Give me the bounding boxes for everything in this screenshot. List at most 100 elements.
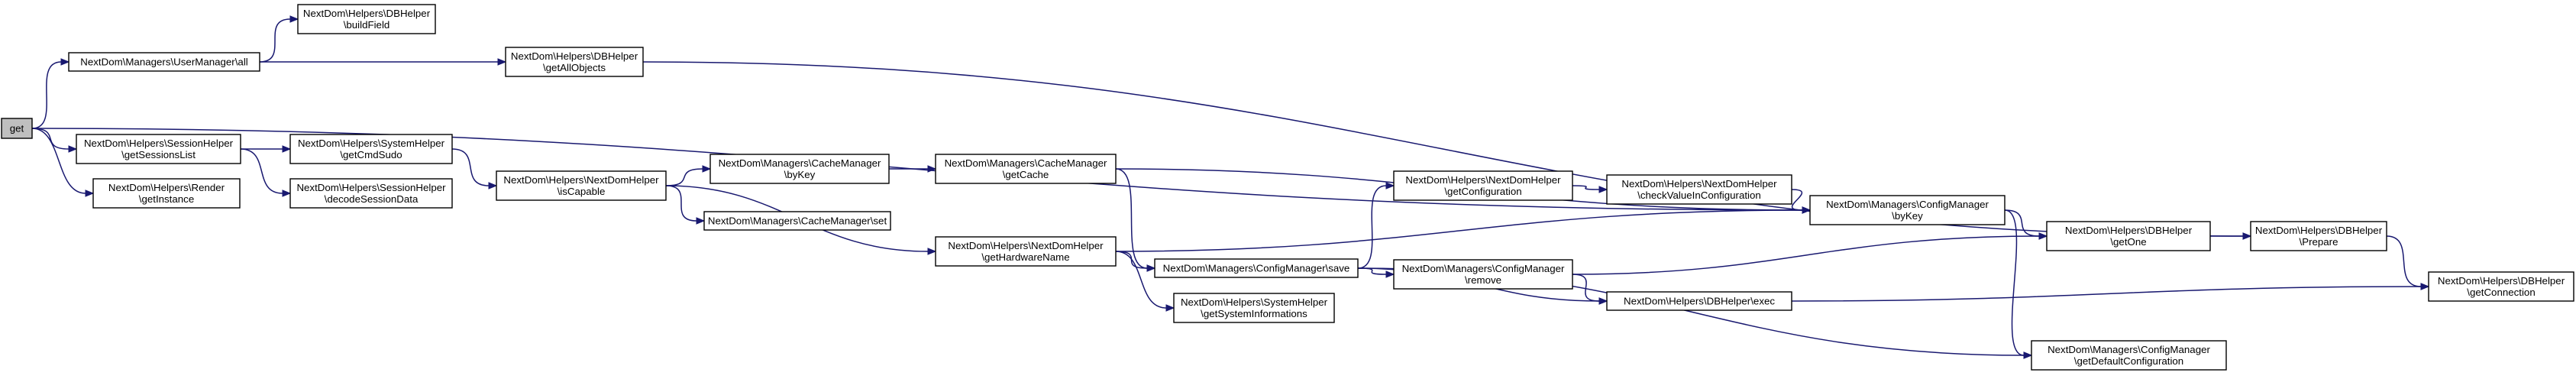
node-label: NextDom\Managers\UserManager\all [80,57,248,68]
node-box [289,134,453,164]
node-box [92,178,241,209]
node-label: NextDom\Helpers\NextDomHelper [1621,178,1777,190]
node-box [709,154,890,184]
node-label: NextDom\Helpers\DBHelper [303,8,431,19]
node-label: \getSessionsList [121,149,196,160]
node-getconfig[interactable]: NextDom\Helpers\NextDomHelper\getConfigu… [1393,170,1573,201]
edge-line [259,18,291,63]
edge-get-to-sessionslist [31,128,78,153]
edge-line [2004,209,2025,356]
node-label: NextDom\Helpers\DBHelper [2065,225,2193,236]
node-box [505,47,644,77]
edge-line [665,185,697,222]
node-box [2031,340,2227,371]
arrowhead-icon [60,58,70,66]
edge-line [1572,274,1600,302]
node-label: NextDom\Helpers\NextDomHelper [1405,174,1561,186]
node-defaultcfg[interactable]: NextDom\Managers\ConfigManager\getDefaul… [2031,340,2227,371]
edge-line [1791,189,1803,211]
node-label: \isCapable [558,186,606,197]
node-label: \getHardwareName [981,251,1069,263]
node-label: \getCmdSudo [340,149,402,160]
node-label: NextDom\Managers\ConfigManager [2048,344,2210,355]
arrowhead-icon [85,190,95,197]
node-label: NextDom\Helpers\DBHelper [511,50,638,62]
node-box [2428,271,2574,302]
node-label: NextDom\Helpers\SystemHelper [1181,296,1328,308]
edge-cfgbykey-to-defaultcfg [2004,209,2033,359]
node-cfgremove[interactable]: NextDom\Managers\ConfigManager\remove [1393,259,1573,290]
node-label: \getAllObjects [543,62,606,73]
node-label: \getDefaultConfiguration [2074,355,2183,367]
node-label: NextDom\Helpers\DBHelper [2438,275,2565,287]
node-label: NextDom\Helpers\Render [108,182,225,193]
node-label: \getSystemInformations [1201,308,1307,319]
edge-prepare-to-getconnection [2386,235,2430,290]
arrowhead-icon [1165,304,1175,312]
node-box [496,170,667,201]
arrowhead-icon [702,165,712,173]
node-cachebykey[interactable]: NextDom\Managers\CacheManager\byKey [709,154,890,184]
arrowhead-icon [1385,182,1395,190]
edge-get-to-render [31,128,95,197]
node-getconnection[interactable]: NextDom\Helpers\DBHelper\getConnection [2428,271,2574,302]
arrowhead-icon [488,182,498,190]
edge-line [1115,168,1148,269]
node-box [1393,170,1573,201]
node-getone[interactable]: NextDom\Helpers\DBHelper\getOne [2046,221,2211,251]
node-exec[interactable]: NextDom\Helpers\DBHelper\exec [1606,291,1792,311]
edge-exec-to-getconnection [1791,283,2430,302]
node-render[interactable]: NextDom\Helpers\Render\getInstance [92,178,241,209]
edge-cmdsudo-to-iscapable [451,148,498,190]
arrowhead-icon [68,145,78,153]
node-cacheset[interactable]: NextDom\Managers\CacheManager\set [703,211,891,231]
node-buildfield[interactable]: NextDom\Helpers\DBHelper\buildField [297,4,436,34]
node-label: \getConnection [2467,287,2535,298]
node-checkvalue[interactable]: NextDom\Helpers\NextDomHelper\checkValue… [1606,174,1792,205]
node-getallobjects[interactable]: NextDom\Helpers\DBHelper\getAllObjects [505,47,644,77]
node-prepare[interactable]: NextDom\Helpers\DBHelper\Prepare [2250,221,2387,251]
edge-line [31,128,69,150]
edge-getone-to-prepare [2210,232,2252,240]
node-label: NextDom\Helpers\NextDomHelper [948,240,1104,251]
node-hwname[interactable]: NextDom\Helpers\NextDomHelper\getHardwar… [935,236,1117,267]
node-get[interactable]: get [1,118,33,139]
node-label: NextDom\Helpers\DBHelper\exec [1624,296,1775,307]
node-getcache[interactable]: NextDom\Managers\CacheManager\getCache [935,154,1117,184]
edge-line [240,148,283,194]
edge-getconfig-to-checkvalue [1572,185,1608,193]
node-cfgbykey[interactable]: NextDom\Managers\ConfigManager\byKey [1809,195,2006,225]
edge-line [1572,185,1600,190]
node-label: NextDom\Managers\CacheManager\set [708,215,887,227]
edge-cfgremove-to-exec [1572,274,1608,305]
node-label: NextDom\Helpers\NextDomHelper [503,174,659,186]
node-label: NextDom\Managers\CacheManager [719,157,881,169]
node-sysinfo[interactable]: NextDom\Helpers\SystemHelper\getSystemIn… [1173,293,1335,323]
node-box [68,52,260,72]
arrowhead-icon [2023,351,2033,359]
edge-hwname-to-sysinfo [1115,251,1175,312]
node-decode[interactable]: NextDom\Helpers\SessionHelper\decodeSess… [289,178,453,209]
arrowhead-icon [927,248,937,255]
node-label: \Prepare [2300,236,2338,248]
node-label: NextDom\Managers\ConfigManager [1826,199,1989,210]
node-label: NextDom\Helpers\SessionHelper [84,138,234,149]
node-box [703,211,891,231]
arrowhead-icon [1146,264,1156,272]
arrowhead-icon [289,15,299,23]
node-iscapable[interactable]: NextDom\Helpers\NextDomHelper\isCapable [496,170,667,201]
node-sessionslist[interactable]: NextDom\Helpers\SessionHelper\getSession… [76,134,241,164]
edge-line [31,128,86,194]
edge-line [665,168,703,186]
node-userall[interactable]: NextDom\Managers\UserManager\all [68,52,260,72]
edge-line [1357,185,1387,269]
node-label: \getConfiguration [1444,186,1521,197]
node-cfgsave[interactable]: NextDom\Managers\ConfigManager\save [1154,258,1359,278]
node-cmdsudo[interactable]: NextDom\Helpers\SystemHelper\getCmdSudo [289,134,453,164]
edge-line [31,61,62,129]
edge-iscapable-to-cacheset [665,185,706,225]
arrowhead-icon [282,190,292,197]
node-box [1606,291,1792,311]
node-label: \byKey [784,169,816,180]
node-box [1809,195,2006,225]
